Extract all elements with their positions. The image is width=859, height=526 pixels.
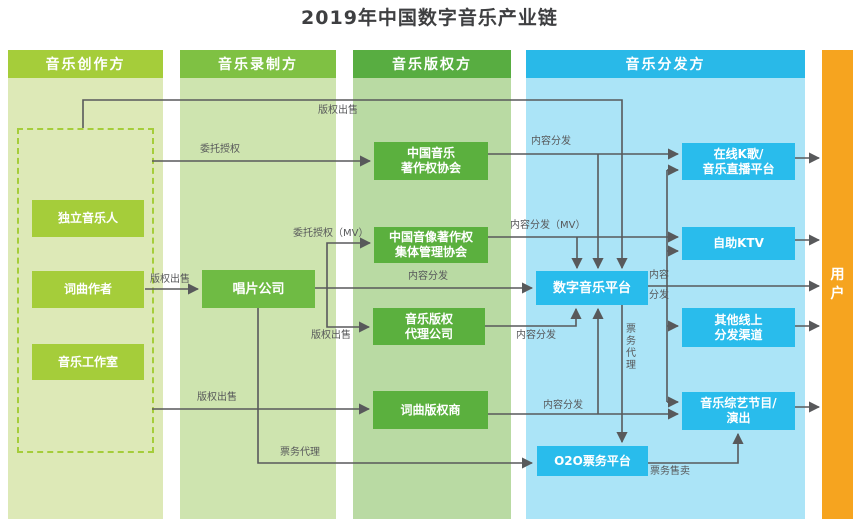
edge-label-dist-platform: 内容 分发 (649, 270, 669, 301)
edge-label-sale-top: 版权出售 (318, 105, 358, 116)
column-header-recording: 音乐录制方 (180, 50, 336, 78)
node-copyright-agency: 音乐版权 代理公司 (373, 308, 485, 345)
column-header-distribution: 音乐分发方 (526, 50, 805, 78)
user-bar-label: 用 户 (830, 266, 845, 302)
node-songwriter: 词曲作者 (32, 271, 144, 308)
node-lyrics-copyright-dealer: 词曲版权商 (373, 391, 488, 429)
diagram-title: 2019年中国数字音乐产业链 (301, 7, 558, 29)
node-independent-musician: 独立音乐人 (32, 200, 144, 237)
edge-label-dist-society: 内容分发 (531, 136, 571, 147)
node-o2o-ticket-platform: O2O票务平台 (537, 446, 648, 476)
column-header-copyright: 音乐版权方 (353, 50, 511, 78)
node-other-online-channels: 其他线上 分发渠道 (682, 308, 795, 347)
edge-label-ticket-agency-vertical: 票务代理 (626, 324, 636, 371)
edge-label-sale-songwriter: 版权出售 (150, 274, 190, 285)
edge-label-entrust-mv: 委托授权（MV） (293, 228, 369, 239)
node-digital-music-platform: 数字音乐平台 (536, 271, 648, 305)
user-bar: 用 户 (822, 50, 853, 519)
node-music-variety-show: 音乐综艺节目/ 演出 (682, 392, 795, 430)
edge-label-entrust: 委托授权 (200, 144, 240, 155)
node-record-company: 唱片公司 (202, 270, 315, 308)
node-audio-video-collective: 中国音像著作权 集体管理协会 (374, 227, 488, 263)
node-music-copyright-society: 中国音乐 著作权协会 (374, 142, 488, 180)
edge-label-dist-record: 内容分发 (408, 271, 448, 282)
edge-label-dist-lyrics: 内容分发 (543, 400, 583, 411)
node-online-karaoke: 在线K歌/ 音乐直播平台 (682, 143, 795, 180)
edge-label-dist-mv: 内容分发（MV） (510, 220, 586, 231)
edge-label-ticket-agency: 票务代理 (280, 447, 320, 458)
edge-label-sale-lyrics: 版权出售 (197, 392, 237, 403)
edge-label-ticket-sale: 票务售卖 (650, 466, 690, 477)
edge-label-sale-agency: 版权出售 (311, 330, 351, 341)
node-music-studio: 音乐工作室 (32, 344, 144, 380)
column-header-creation: 音乐创作方 (8, 50, 163, 78)
node-self-service-ktv: 自助KTV (682, 227, 795, 260)
edge-label-dist-agency: 内容分发 (516, 330, 556, 341)
